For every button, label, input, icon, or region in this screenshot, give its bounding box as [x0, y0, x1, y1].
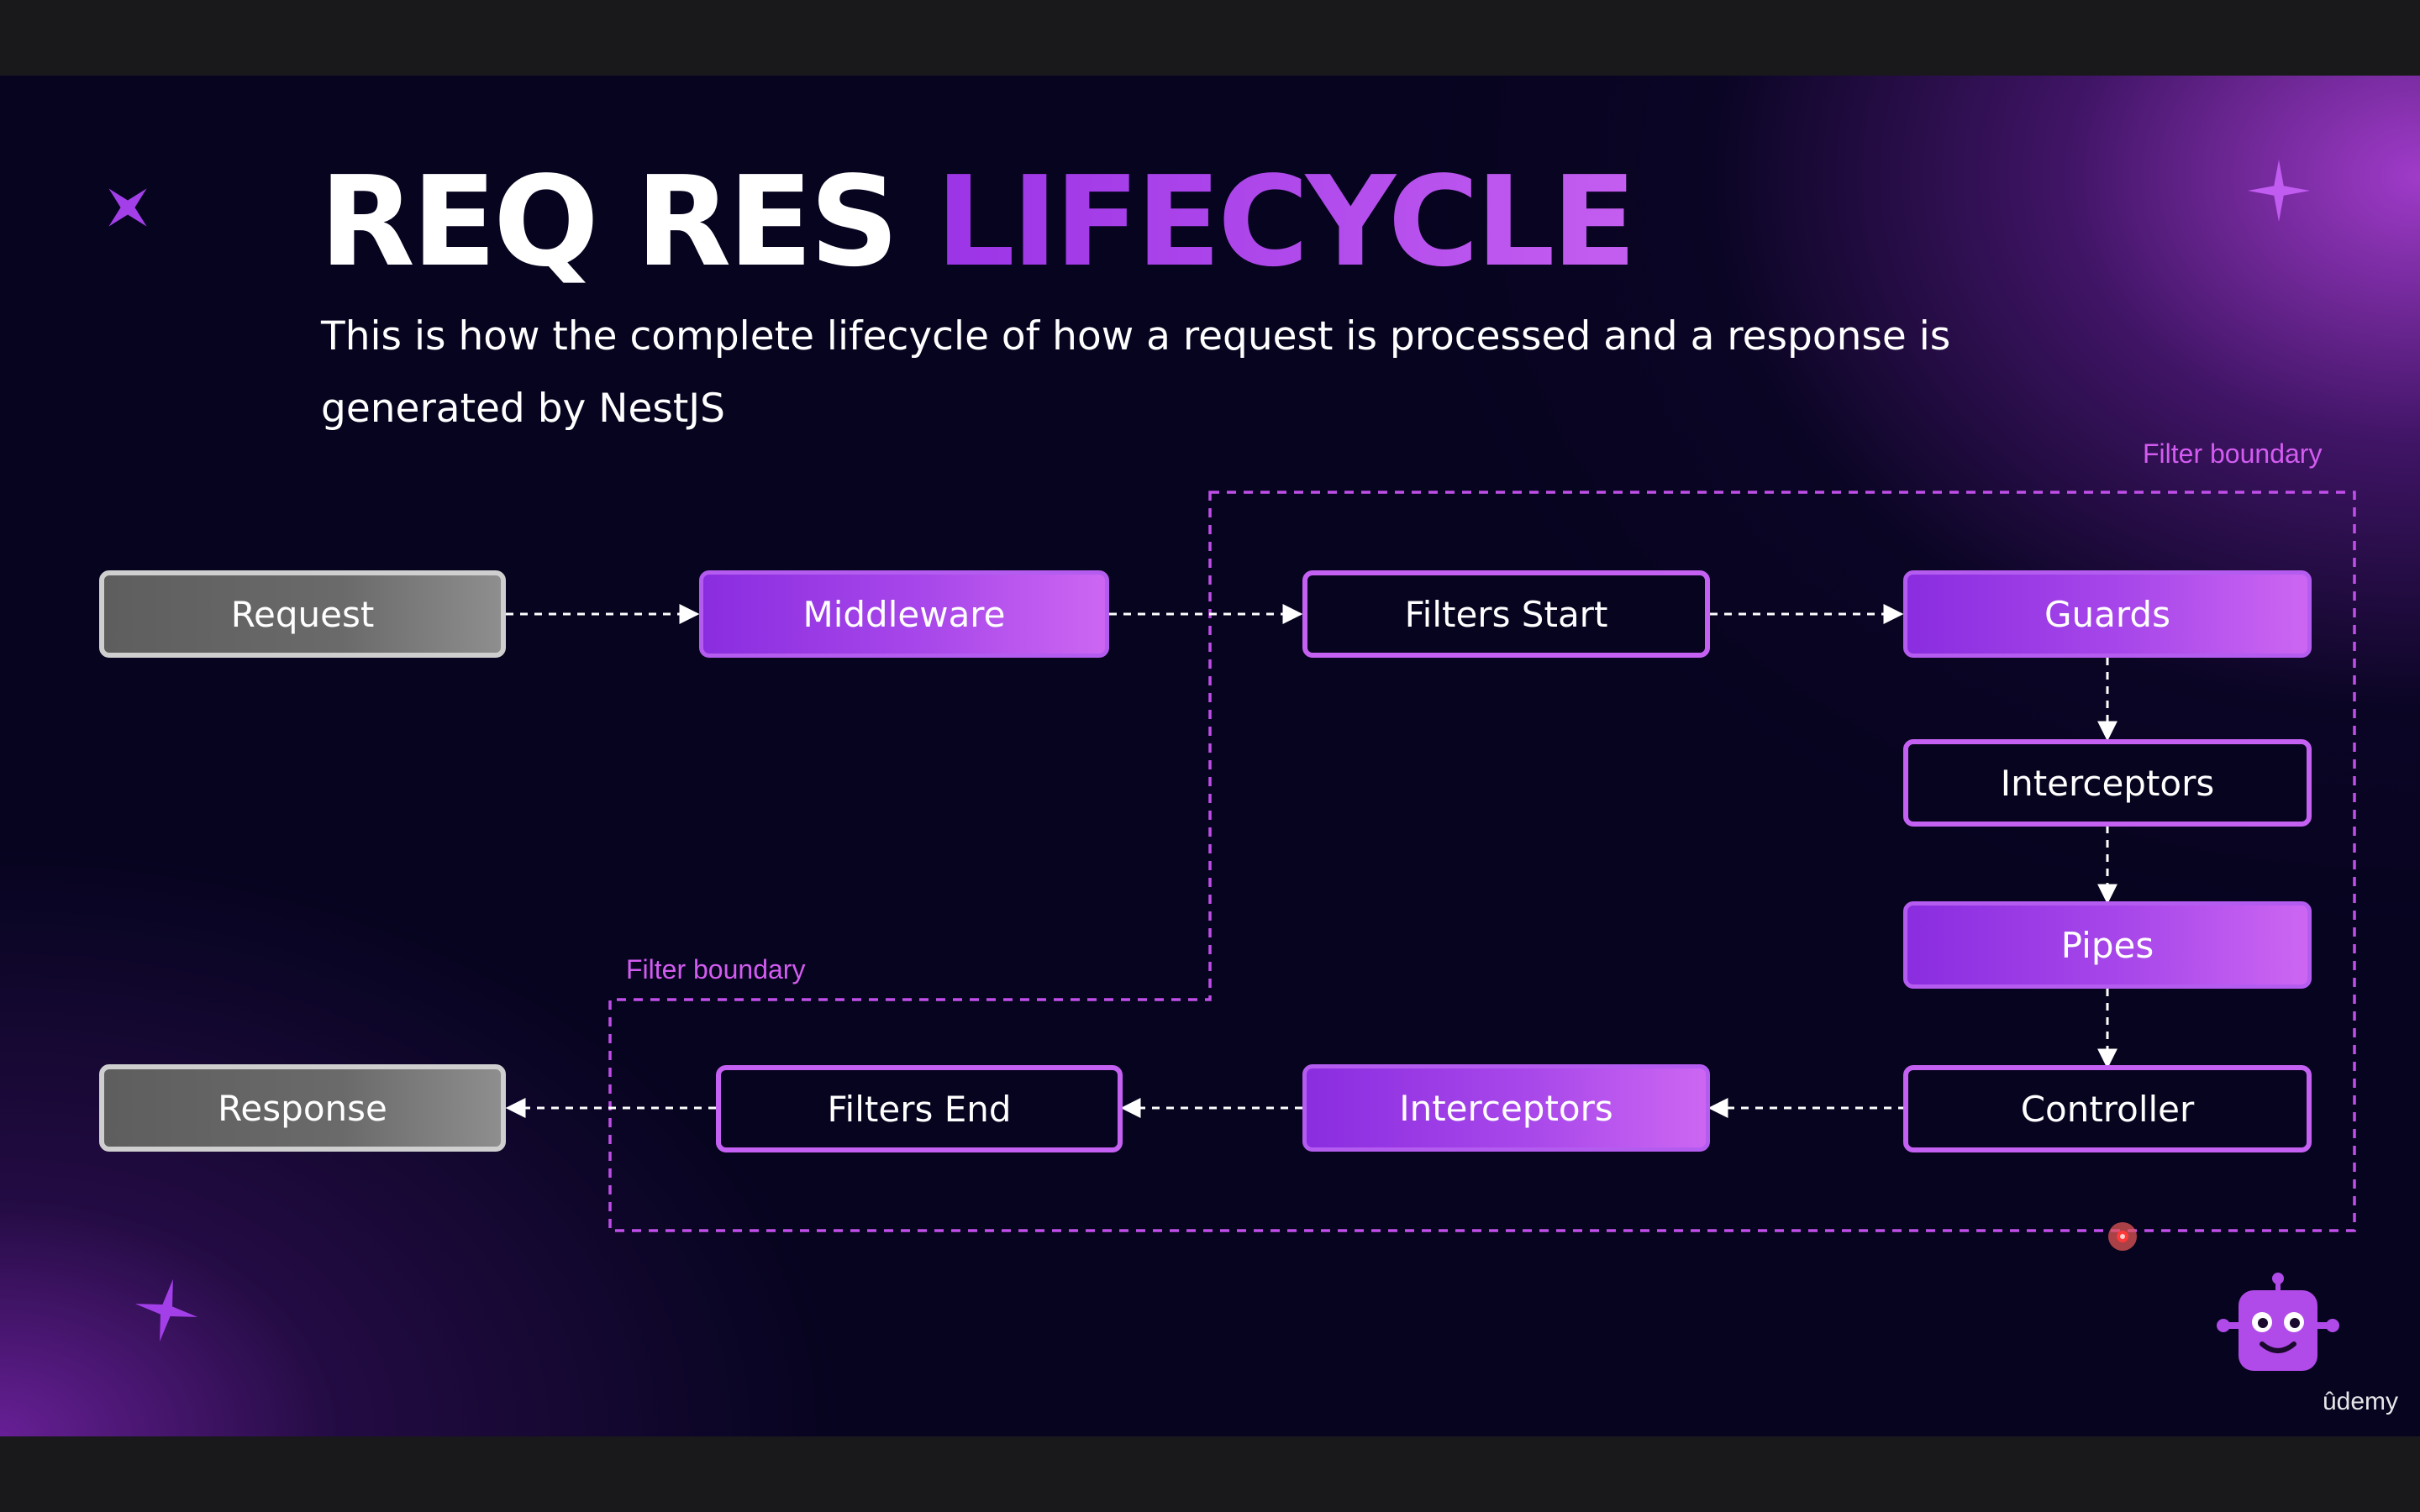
filter-boundary-label-top: Filter boundary [2143, 438, 2323, 469]
bottom-letterbox [0, 1436, 2420, 1512]
sparkle-icon [108, 188, 147, 227]
node-interceptors-out: Interceptors [1302, 1064, 1710, 1152]
sparkle-icon [2248, 160, 2310, 222]
node-middleware: Middleware [699, 570, 1109, 658]
title-part-white: REQ RES [319, 150, 899, 294]
slide-title: REQ RES LIFECYCLE [319, 160, 1637, 284]
robot-mascot-icon [2217, 1273, 2339, 1371]
node-interceptors-in: Interceptors [1903, 739, 2312, 827]
slide-subtitle: This is how the complete lifecycle of ho… [321, 313, 1951, 432]
node-response: Response [99, 1064, 506, 1152]
slide: REQ RES LIFECYCLE This is how the comple… [0, 76, 2420, 1436]
node-request: Request [99, 570, 506, 658]
title-part-purple: LIFECYCLE [935, 150, 1637, 294]
node-filters-end: Filters End [716, 1065, 1123, 1152]
node-controller: Controller [1903, 1065, 2312, 1152]
udemy-watermark: ûdemy [2323, 1388, 2399, 1415]
node-pipes: Pipes [1903, 901, 2312, 989]
top-letterbox [0, 0, 2420, 76]
cursor-indicator [2108, 1222, 2137, 1251]
diagram-connectors [505, 491, 2356, 1251]
node-filters-start: Filters Start [1302, 570, 1710, 658]
sparkle-icon [134, 1278, 198, 1342]
filter-boundary-label-bottom: Filter boundary [626, 954, 806, 984]
filter-boundary [608, 491, 2356, 1232]
node-guards: Guards [1903, 570, 2312, 658]
